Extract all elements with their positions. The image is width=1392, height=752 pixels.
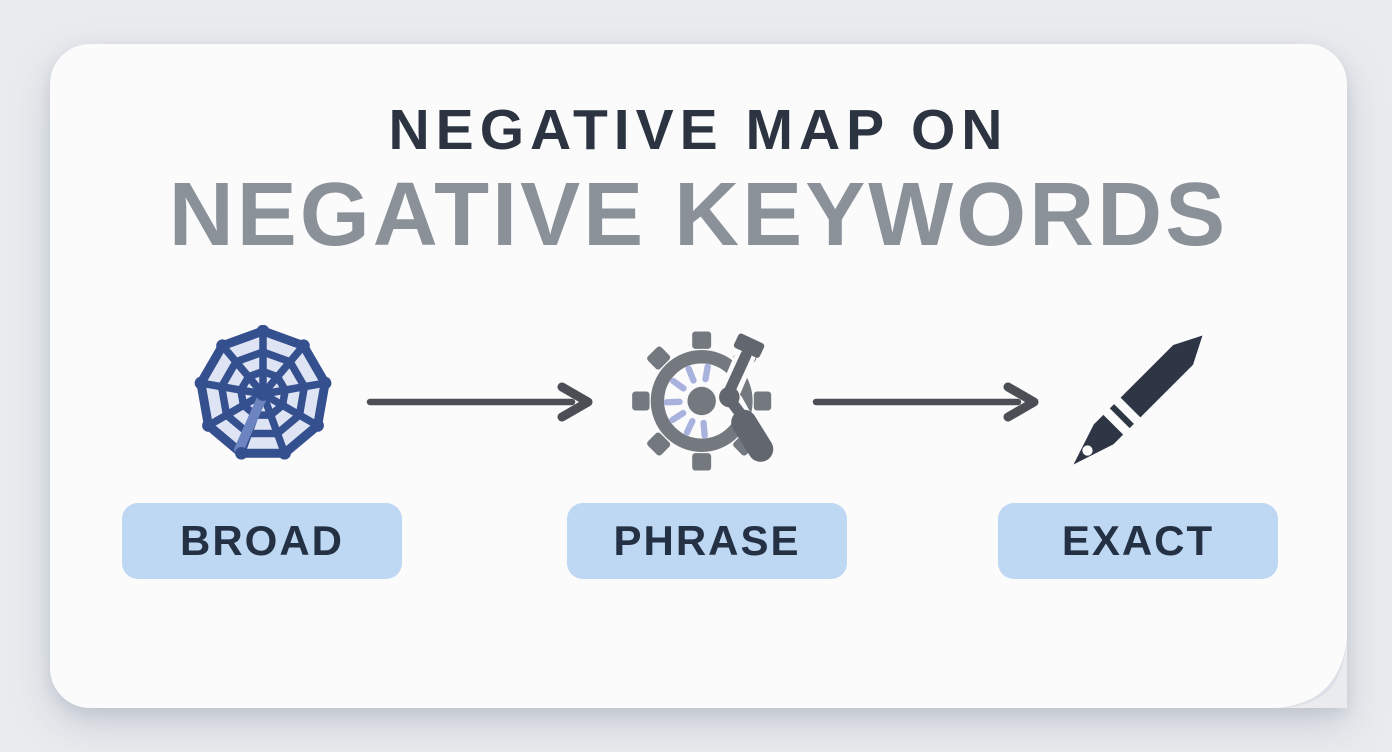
spider-web-icon <box>188 325 338 475</box>
title-line-1: NEGATIVE MAP ON <box>388 98 1009 162</box>
badge-label: BROAD <box>180 517 344 564</box>
arrow-right-icon <box>812 382 1039 422</box>
match-type-badge-exact: EXACT <box>998 503 1278 579</box>
arrow-right-icon <box>366 382 593 422</box>
page-curl <box>1275 636 1347 708</box>
gear-magnifier-icon <box>628 322 788 480</box>
match-type-badge-broad: BROAD <box>122 503 402 579</box>
match-type-badge-phrase: PHRASE <box>567 503 847 579</box>
title-line-2: NEGATIVE KEYWORDS <box>168 165 1229 265</box>
badge-label: PHRASE <box>613 517 801 564</box>
fountain-pen-icon <box>1062 324 1214 476</box>
poster-card: NEGATIVE MAP ON NEGATIVE KEYWORDS <box>50 44 1347 708</box>
badge-label: EXACT <box>1061 517 1215 564</box>
